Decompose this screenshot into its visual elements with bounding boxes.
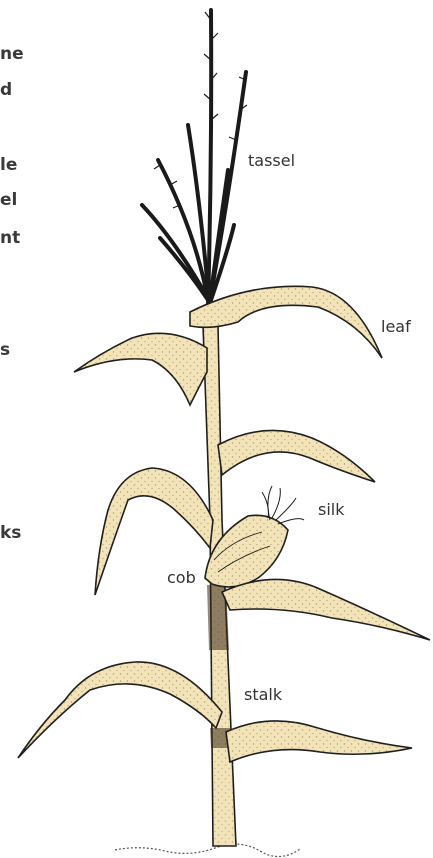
label-stalk: stalk	[244, 685, 283, 704]
label-silk: silk	[318, 500, 345, 519]
label-cob: cob	[167, 568, 196, 587]
label-leaf: leaf	[381, 317, 411, 336]
label-tassel: tassel	[248, 151, 295, 170]
tassel	[142, 10, 246, 305]
ground	[115, 844, 300, 856]
